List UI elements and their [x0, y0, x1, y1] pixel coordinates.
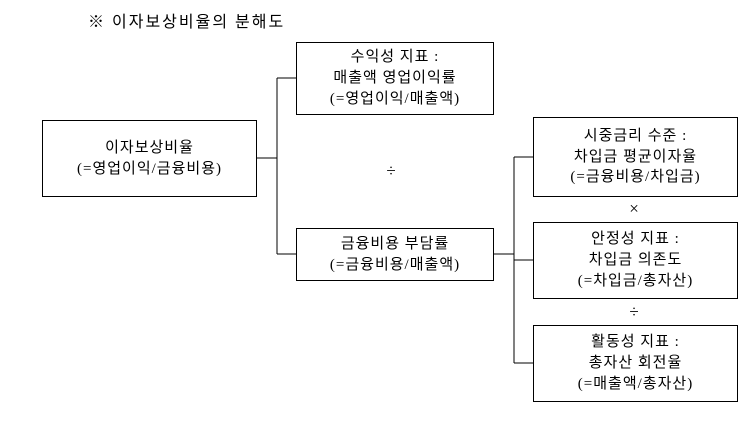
divide-operator-right: ÷	[629, 302, 639, 321]
interest-coverage-ratio-box: 이자보상비율 (=영업이익/금융비용)	[42, 120, 257, 197]
profitability-indicator-box: 수익성 지표 : 매출액 영업이익률 (=영업이익/매출액)	[296, 42, 494, 115]
activity-indicator-box: 활동성 지표 : 총자산 회전율 (=매출액/총자산)	[533, 325, 738, 402]
box-line: 금융비용 부담률	[340, 235, 450, 252]
box-formula: (=매출액/총자산)	[577, 375, 694, 392]
box-line: 총자산 회전율	[588, 355, 683, 372]
box-formula: (=차입금/총자산)	[577, 272, 694, 289]
divide-operator-middle: ÷	[386, 161, 396, 180]
box-line: 매출액 영업이익률	[333, 70, 457, 87]
box-line: 이자보상비율	[105, 139, 194, 156]
multiply-operator-right: ×	[629, 199, 639, 218]
stability-indicator-box: 안정성 지표 : 차입금 의존도 (=차입금/총자산)	[533, 222, 738, 299]
box-formula: (=영업이익/매출액)	[329, 90, 461, 107]
market-interest-rate-box: 시중금리 수준 : 차입금 평균이자율 (=금융비용/차입금)	[533, 117, 738, 197]
box-formula: (=영업이익/금융비용)	[76, 160, 223, 177]
financial-cost-burden-box: 금융비용 부담률 (=금융비용/매출액)	[296, 228, 494, 281]
diagram-title: ※ 이자보상비율의 분해도	[88, 14, 286, 31]
box-formula: (=금융비용/매출액)	[329, 256, 461, 273]
box-formula: (=금융비용/차입금)	[570, 169, 701, 186]
box-line: 수익성 지표 :	[350, 49, 440, 66]
box-line: 차입금 의존도	[588, 252, 683, 269]
box-line: 차입금 평균이자율	[573, 148, 698, 165]
box-line: 시중금리 수준 :	[583, 127, 688, 144]
box-line: 활동성 지표 :	[591, 334, 680, 351]
box-line: 안정성 지표 :	[591, 231, 680, 248]
